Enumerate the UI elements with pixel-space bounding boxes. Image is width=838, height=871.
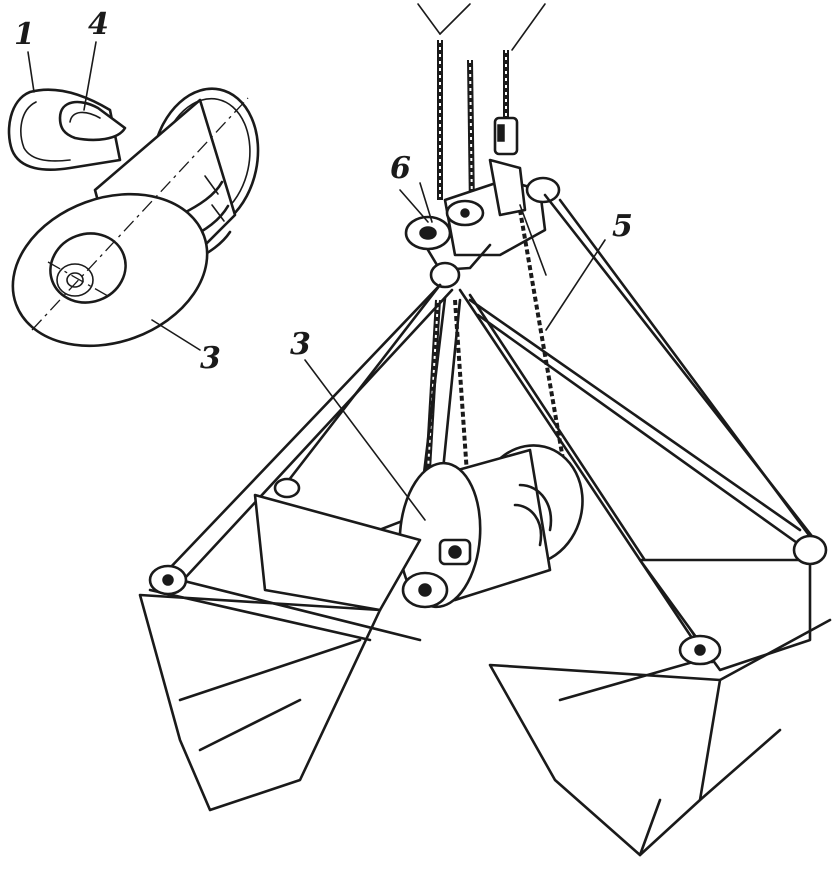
bucket-left-half bbox=[138, 493, 422, 812]
frame-rods bbox=[166, 193, 822, 664]
suspension-ropes bbox=[417, 3, 546, 471]
central-drum bbox=[338, 444, 584, 609]
label-5: 5 bbox=[612, 209, 633, 244]
label-leaders bbox=[304, 189, 606, 521]
bucket-right-half bbox=[488, 558, 832, 857]
drum-axis-line bbox=[31, 97, 249, 331]
drum-front-flange bbox=[398, 461, 482, 609]
label-1: 1 bbox=[14, 17, 35, 52]
label-3-main: 3 bbox=[290, 327, 311, 362]
drum-detail-inset bbox=[7, 41, 260, 351]
hinge-pins bbox=[148, 477, 828, 666]
label-3-inset: 3 bbox=[200, 341, 221, 376]
label-6: 6 bbox=[390, 151, 411, 186]
head-block bbox=[404, 158, 561, 289]
label-4: 4 bbox=[88, 7, 109, 42]
drum-opening bbox=[58, 100, 127, 142]
